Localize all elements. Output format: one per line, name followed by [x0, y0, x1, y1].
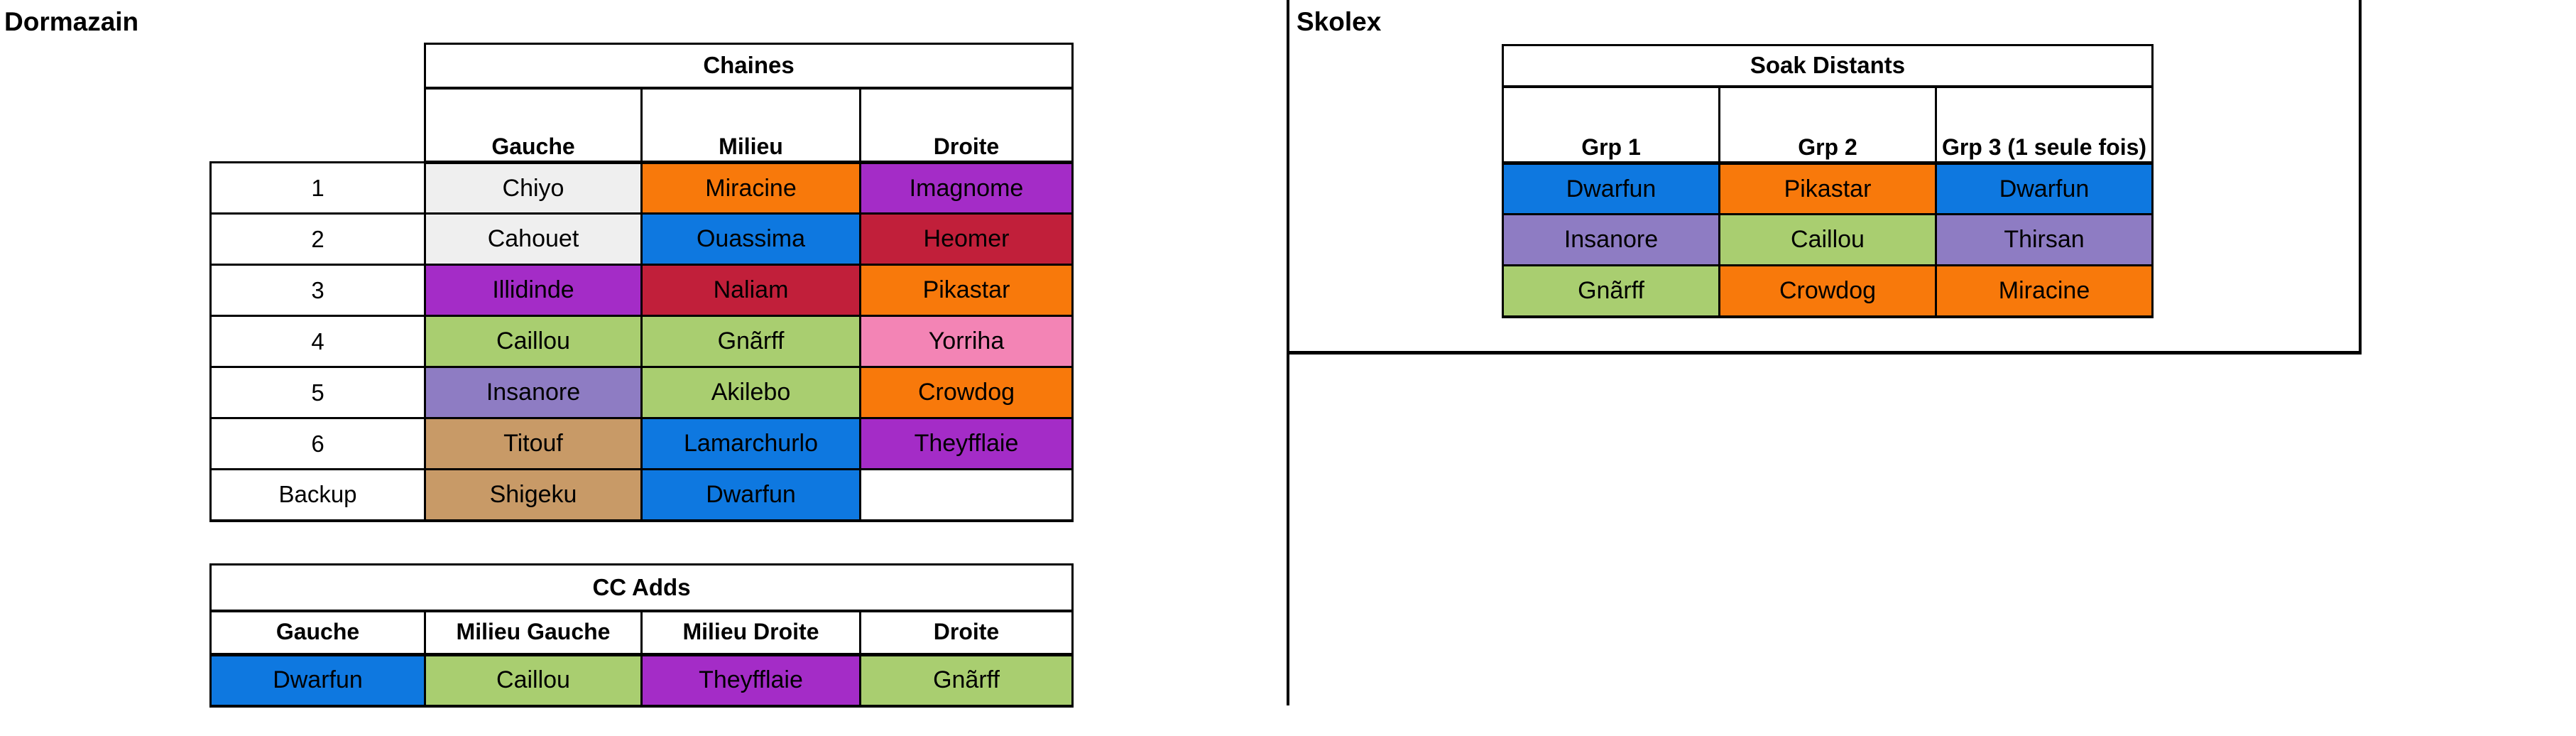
chaines-row-label: 5: [209, 366, 426, 419]
chaines-cell: Illidinde: [424, 264, 643, 317]
soak-distants-row-3: Gnãrff Crowdog Miracine: [1502, 264, 2154, 318]
chaines-row-6: 6 Titouf Lamarchurlo Theyfflaie: [209, 417, 1074, 470]
soak-distants-row-2: Insanore Caillou Thirsan: [1502, 213, 2154, 266]
chaines-cell: Ouassima: [640, 212, 861, 266]
soak-header-grp1: Grp 1: [1502, 85, 1720, 165]
chaines-cell: Gnãrff: [640, 315, 861, 368]
chaines-cell: Dwarfun: [640, 468, 861, 522]
soak-distants-header-row: Grp 1 Grp 2 Grp 3 (1 seule fois): [1502, 85, 2154, 165]
cc-adds-header-milieu-gauche: Milieu Gauche: [424, 610, 643, 656]
soak-header-grp2: Grp 2: [1718, 85, 1937, 165]
cc-adds-cell: Dwarfun: [209, 654, 426, 708]
soak-cell: Dwarfun: [1935, 162, 2154, 215]
chaines-cell: Yorriha: [859, 315, 1074, 368]
cc-adds-data-row: Dwarfun Caillou Theyfflaie Gnãrff: [209, 654, 1074, 708]
cc-adds-header-row: Gauche Milieu Gauche Milieu Droite Droit…: [209, 610, 1074, 656]
chaines-cell: Titouf: [424, 417, 643, 470]
cc-adds-title-row: CC Adds: [209, 563, 1074, 612]
chaines-row-2: 2 Cahouet Ouassima Heomer: [209, 212, 1074, 266]
soak-cell: Crowdog: [1718, 264, 1937, 318]
skolex-section-label: Skolex: [1297, 7, 1382, 36]
cc-adds-title: CC Adds: [209, 563, 1074, 612]
soak-distants-row-1: Dwarfun Pikastar Dwarfun: [1502, 162, 2154, 215]
cc-adds-cell: Caillou: [424, 654, 643, 708]
chaines-row-label: 4: [209, 315, 426, 368]
soak-cell: Miracine: [1935, 264, 2154, 318]
chaines-cell: Shigeku: [424, 468, 643, 522]
soak-cell: Insanore: [1502, 213, 1720, 266]
chaines-table: Chaines Gauche Milieu Droite 1 Chiyo Mir…: [209, 43, 1074, 522]
chaines-cell: Caillou: [424, 315, 643, 368]
soak-distants-title: Soak Distants: [1502, 44, 2154, 88]
soak-cell: Dwarfun: [1502, 162, 1720, 215]
chaines-cell: Imagnome: [859, 161, 1074, 215]
cc-adds-header-droite: Droite: [859, 610, 1074, 656]
cc-adds-cell: Gnãrff: [859, 654, 1074, 708]
soak-header-grp3: Grp 3 (1 seule fois): [1935, 85, 2154, 165]
chaines-row-label: 6: [209, 417, 426, 470]
cc-adds-cell: Theyfflaie: [640, 654, 861, 708]
chaines-row-4: 4 Caillou Gnãrff Yorriha: [209, 315, 1074, 368]
chaines-row-label: Backup: [209, 468, 426, 522]
soak-distants-title-row: Soak Distants: [1502, 44, 2154, 88]
chaines-title-row: Chaines: [211, 43, 1074, 90]
chaines-cell: Lamarchurlo: [640, 417, 861, 470]
soak-cell: Gnãrff: [1502, 264, 1720, 318]
chaines-cell: Theyfflaie: [859, 417, 1074, 470]
cc-adds-header-gauche: Gauche: [209, 610, 426, 656]
chaines-cell: Cahouet: [424, 212, 643, 266]
chaines-cell: Chiyo: [424, 161, 643, 215]
chaines-header-milieu: Milieu: [640, 87, 861, 164]
chaines-row-backup: Backup Shigeku Dwarfun: [209, 468, 1074, 522]
chaines-row-label: 1: [209, 161, 426, 215]
chaines-cell: Insanore: [424, 366, 643, 419]
cc-adds-header-milieu-droite: Milieu Droite: [640, 610, 861, 656]
dormazain-section-label: Dormazain: [4, 7, 139, 36]
skolex-box-bottom-border: [1287, 351, 2362, 355]
chaines-cell: Akilebo: [640, 366, 861, 419]
chaines-header-row: Gauche Milieu Droite: [211, 87, 1074, 164]
chaines-row-3: 3 Illidinde Naliam Pikastar: [209, 264, 1074, 317]
chaines-header-droite: Droite: [859, 87, 1074, 164]
chaines-cell: Pikastar: [859, 264, 1074, 317]
chaines-cell: Heomer: [859, 212, 1074, 266]
chaines-header-gauche: Gauche: [424, 87, 643, 164]
chaines-row-label: 2: [209, 212, 426, 266]
soak-cell: Caillou: [1718, 213, 1937, 266]
chaines-title: Chaines: [424, 43, 1074, 90]
soak-cell: Pikastar: [1718, 162, 1937, 215]
chaines-row-5: 5 Insanore Akilebo Crowdog: [209, 366, 1074, 419]
skolex-box-right-border: [2359, 0, 2362, 355]
chaines-cell: Miracine: [640, 161, 861, 215]
soak-distants-table: Soak Distants Grp 1 Grp 2 Grp 3 (1 seule…: [1502, 44, 2154, 318]
soak-cell: Thirsan: [1935, 213, 2154, 266]
chaines-cell-empty: [859, 468, 1074, 522]
chaines-row-label: 3: [209, 264, 426, 317]
chaines-cell: Crowdog: [859, 366, 1074, 419]
cc-adds-table: CC Adds Gauche Milieu Gauche Milieu Droi…: [209, 563, 1074, 708]
chaines-row-1: 1 Chiyo Miracine Imagnome: [209, 161, 1074, 215]
chaines-cell: Naliam: [640, 264, 861, 317]
